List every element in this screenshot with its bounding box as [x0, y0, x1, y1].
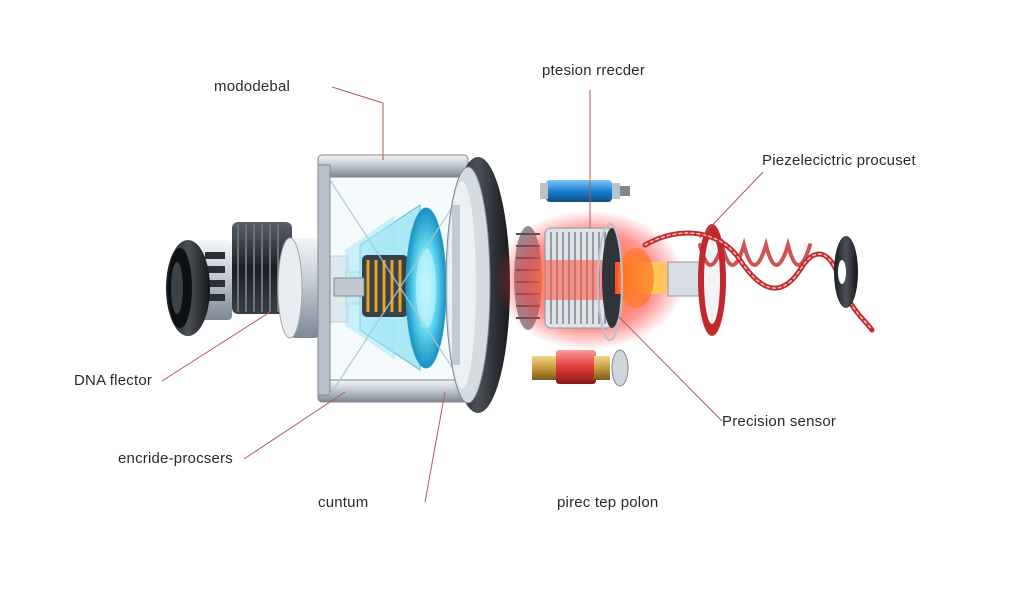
- label-cuntum: cuntum: [318, 494, 369, 511]
- dna-flector-assembly: [166, 222, 292, 336]
- leader-cuntum: [424, 391, 446, 503]
- leader-precision-sensor: [617, 315, 723, 422]
- label-dna-flector: DNA flector: [74, 372, 153, 389]
- label-precision-sensor: Precision sensor: [722, 413, 837, 430]
- label-encride-procsers: encride-procsers: [118, 450, 233, 467]
- blue-cylinder-part: [540, 180, 630, 202]
- leader-lines: [161, 86, 764, 503]
- brass-connector-part: [532, 349, 629, 387]
- label-mododebal: mododebal: [214, 78, 291, 95]
- leader-mododebal: [331, 86, 384, 160]
- leader-encride: [243, 391, 346, 460]
- label-pirec-tep-polon: pirec tep polon: [557, 494, 659, 511]
- leader-piezelecictric: [699, 171, 764, 239]
- label-ptesion-rrecder: ptesion rrecder: [542, 62, 646, 79]
- leader-dna-flector: [161, 311, 271, 382]
- main-housing: [317, 154, 510, 413]
- label-piezelecictric-procuset: Piezelecictric procuset: [762, 152, 916, 169]
- precision-core: [495, 210, 726, 350]
- end-cap: [834, 236, 858, 308]
